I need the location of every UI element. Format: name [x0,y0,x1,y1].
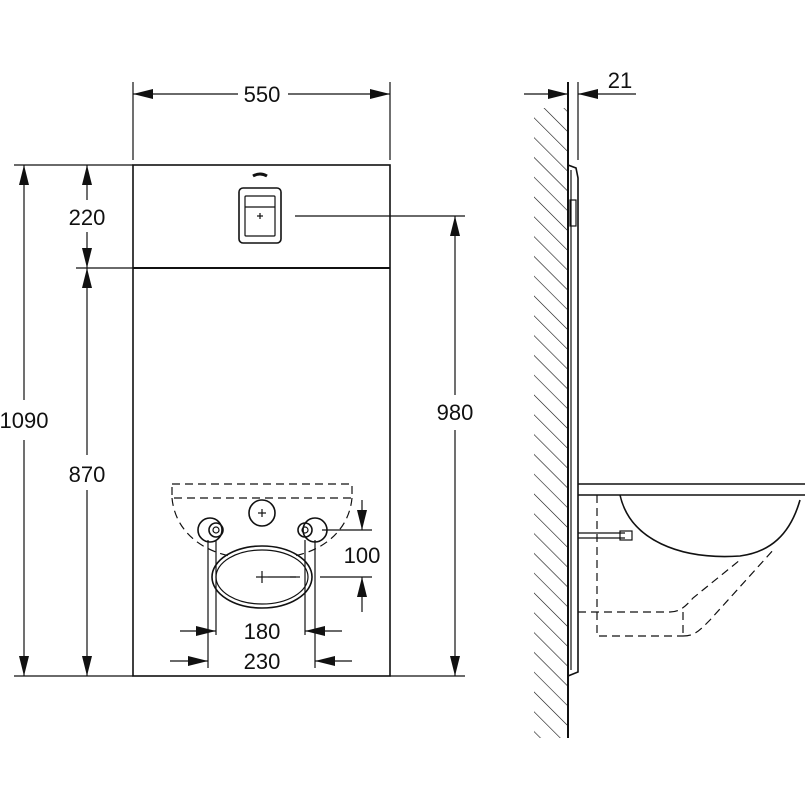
dim-spacing-inner-label: 180 [244,619,281,644]
wc-side-profile [578,483,805,558]
side-panel-profile [567,164,579,677]
dim-height-top-label: 220 [69,205,106,230]
dim-wall-depth-label: 21 [608,68,632,93]
drain-outlet-icon [211,545,313,609]
flush-plate-icon [238,172,282,244]
wall-hatching [534,108,568,738]
front-view [132,164,465,677]
side-view [524,82,805,738]
dim-spacing-outer-label: 230 [244,649,281,674]
dimension-lines [14,82,465,677]
front-panel-outline [132,164,391,677]
water-connection-icon [248,499,276,527]
dim-height-total-label: 1090 [0,408,48,433]
dim-width-label: 550 [244,82,281,107]
dim-height-lower-label: 870 [69,462,106,487]
left-bolt-icon [197,517,224,543]
dim-height-right-label: 980 [437,400,474,425]
wc-bowl-dashed-outline [171,483,353,557]
dim-offset-label: 100 [344,543,381,568]
side-dashed-frame [578,495,776,637]
dimension-labels: 550 21 220 1090 870 980 100 180 230 [0,68,632,674]
